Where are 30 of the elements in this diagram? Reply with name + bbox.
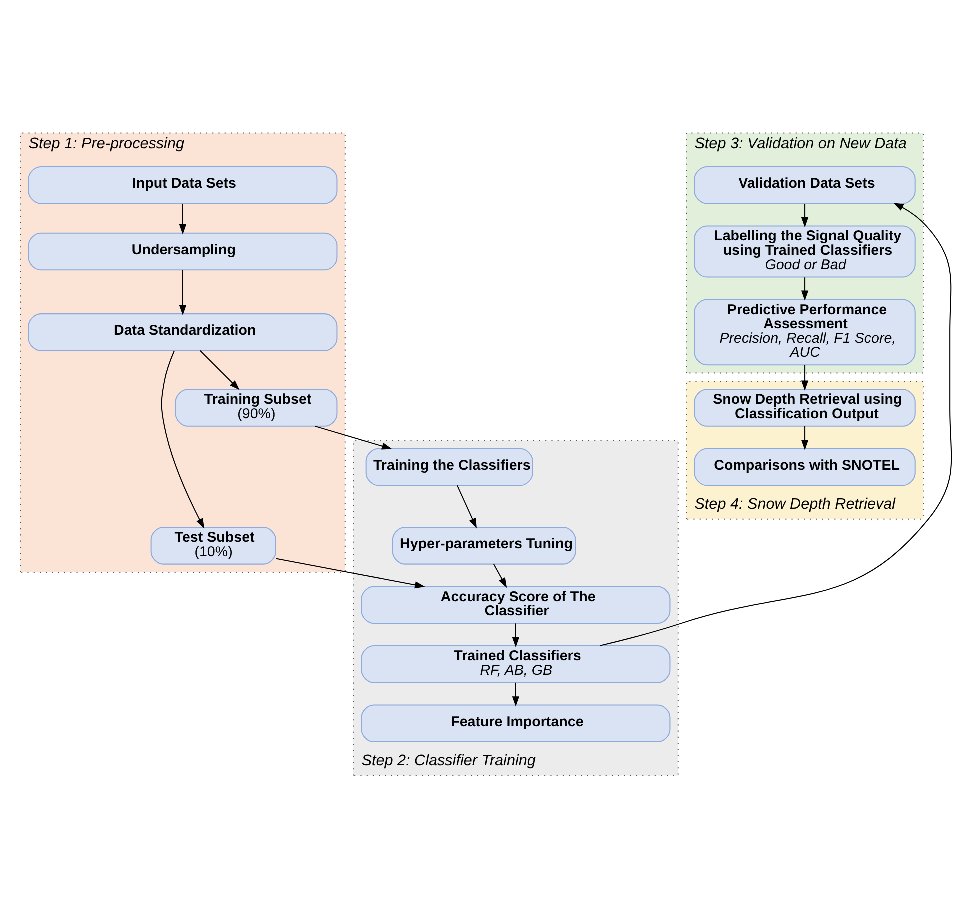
arrow <box>179 270 187 316</box>
node-box: Trained Classifiers RF, AB, GB <box>361 645 671 683</box>
node-box: Accuracy Score of The Classifier <box>361 586 671 624</box>
arrow <box>600 202 952 646</box>
arrow <box>276 558 426 588</box>
node-box: Hyper-parameters Tuning <box>392 526 576 564</box>
node-box: Snow Depth Retrieval using Classification Output <box>694 388 916 426</box>
arrow <box>512 682 520 706</box>
arrow <box>801 203 809 228</box>
arrow <box>200 350 240 390</box>
node-box: Input Data Sets <box>28 166 338 204</box>
arrow <box>494 564 508 588</box>
node-box: Data Standardization <box>28 313 338 351</box>
arrow <box>801 277 809 301</box>
arrow <box>161 350 205 528</box>
node-box: Feature Importance <box>361 704 671 742</box>
node-box: Test Subset (10%) <box>150 526 276 564</box>
arrow <box>179 203 187 234</box>
node-box: Training the Classifiers <box>366 448 534 486</box>
arrow <box>801 365 809 390</box>
arrow <box>801 426 809 450</box>
node-box: Comparisons with SNOTEL <box>694 448 916 486</box>
arrow <box>512 623 520 648</box>
node-box: Predictive Performance Assessment Precision, Recall, F1 Score, AUC <box>694 298 916 366</box>
arrow <box>315 425 392 450</box>
arrow <box>457 484 477 528</box>
node-box: Undersampling <box>28 232 338 270</box>
node-box: Validation Data Sets <box>694 166 916 204</box>
node-box: Training Subset (90%) <box>175 388 338 426</box>
node-box: Labelling the Signal Quality using Trained Classifiers Good or Bad <box>694 225 916 278</box>
